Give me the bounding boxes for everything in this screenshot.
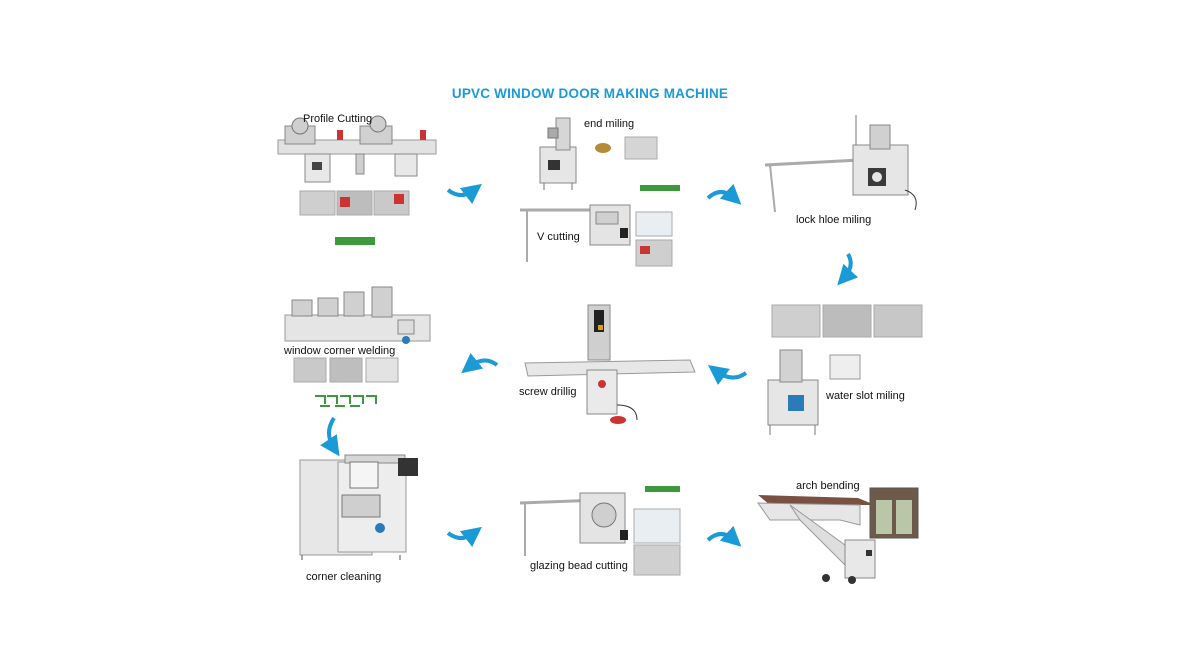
lock-hole-milling-machine [764, 115, 917, 213]
screw-drilling-machine [524, 304, 696, 424]
step-label-corner-cleaning: corner cleaning [306, 571, 382, 583]
arrow-right-icon [446, 183, 482, 205]
step-label-lock-hole-milling: lock hloe miling [796, 214, 872, 226]
arrow-right-icon [706, 183, 742, 205]
step-label-corner-welding: window corner welding [284, 345, 396, 357]
step-label-glazing-bead-cutting: glazing bead cutting [530, 560, 628, 572]
water-slot-thumbnails [771, 304, 923, 338]
arrow-down-icon [837, 252, 859, 286]
profile-cutting-machine [277, 115, 437, 183]
arrow-down-icon [320, 416, 340, 457]
end-milling-machine [539, 117, 658, 190]
step-label-v-cutting: V cutting [537, 231, 580, 243]
step-label-screw-drilling: screw drillig [519, 386, 577, 398]
step-label-end-milling: end miling [584, 118, 635, 130]
arrow-left-icon [461, 352, 499, 374]
v-cutting-machine [520, 185, 680, 267]
arrow-right-icon [706, 525, 742, 547]
corner-cleaning-machine [299, 454, 418, 560]
arrow-right-icon [446, 526, 482, 548]
water-slot-milling-machine [767, 349, 861, 435]
corner-welding-machine [284, 286, 431, 344]
arch-bending-machine [757, 487, 919, 584]
profile-cutting-thumbnails [299, 190, 410, 245]
arrow-left-icon [707, 365, 748, 385]
step-label-water-slot-milling: water slot miling [826, 390, 905, 402]
step-label-profile-cutting: Profile Cutting [303, 113, 373, 125]
corner-welding-thumbnails [293, 357, 399, 407]
page-title: UPVC WINDOW DOOR MAKING MACHINE [451, 86, 729, 101]
step-label-arch-bending: arch bending [796, 480, 860, 492]
glazing-bead-cutting-machine [519, 486, 681, 576]
